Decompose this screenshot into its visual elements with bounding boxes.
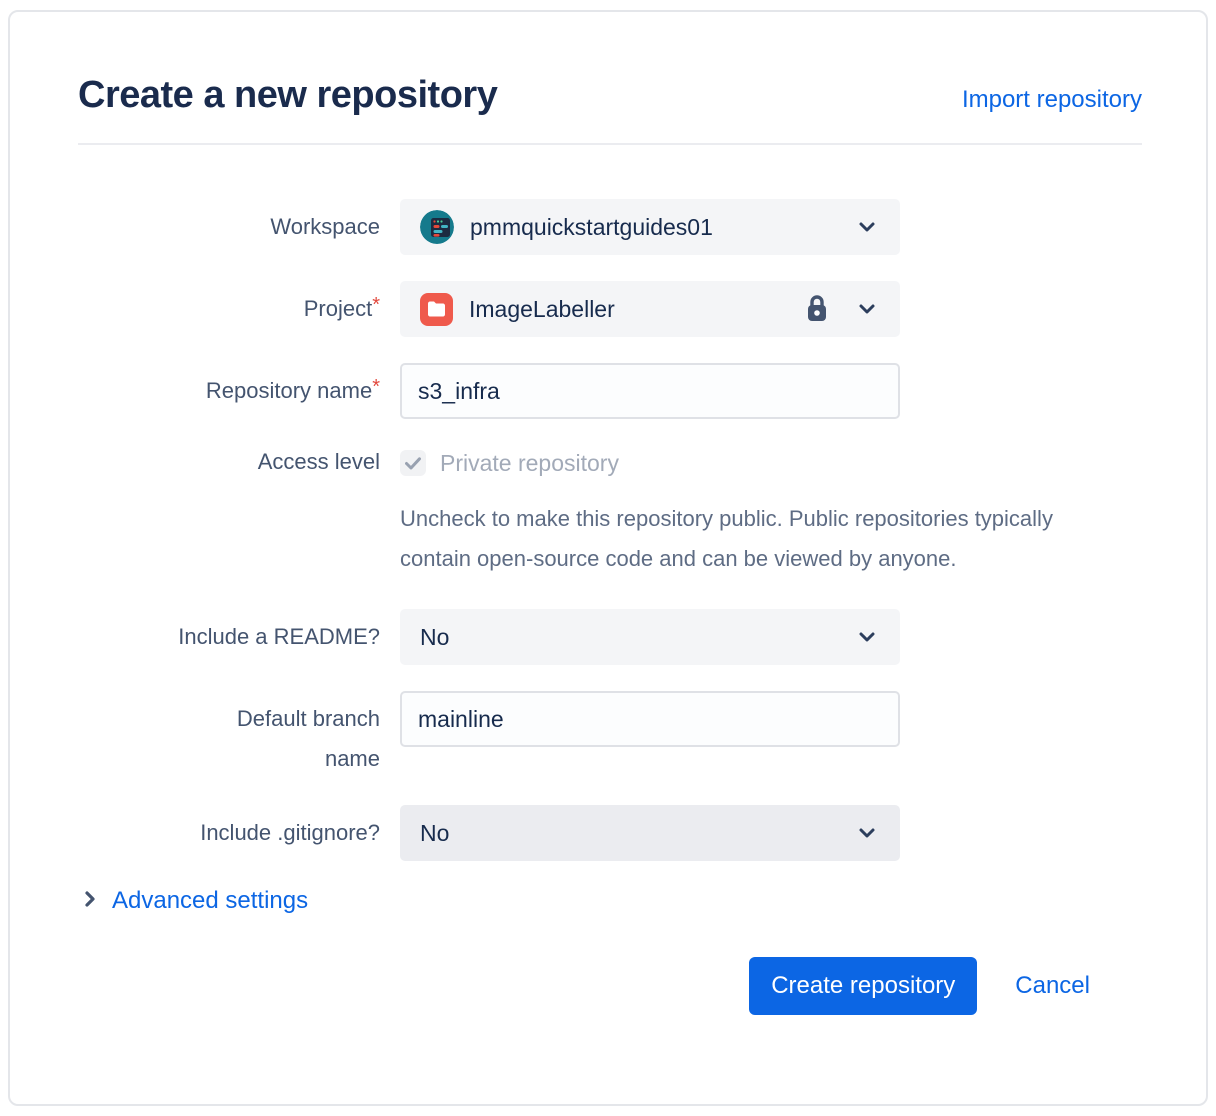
private-repository-checkbox[interactable]: [400, 450, 426, 476]
header-divider: [78, 143, 1142, 145]
private-repository-label: Private repository: [440, 449, 619, 476]
include-gitignore-select[interactable]: No: [400, 805, 900, 861]
include-readme-label: Include a README?: [178, 624, 380, 649]
create-repository-button[interactable]: Create repository: [749, 957, 978, 1015]
workspace-row: Workspace: [70, 199, 1142, 255]
chevron-down-icon: [856, 822, 878, 844]
advanced-settings-toggle[interactable]: Advanced settings: [80, 887, 1142, 915]
create-repository-dialog: Create a new repository Import repositor…: [8, 10, 1208, 1106]
access-level-label: Access level: [257, 449, 380, 474]
chevron-right-icon: [80, 888, 100, 915]
chevron-down-icon: [856, 626, 878, 648]
repository-name-input[interactable]: [400, 363, 900, 419]
include-readme-row: Include a README? No: [70, 609, 1142, 665]
create-repository-form: Workspace: [70, 199, 1142, 1015]
advanced-settings-label: Advanced settings: [112, 887, 309, 914]
chevron-down-icon: [856, 216, 878, 238]
workspace-select[interactable]: pmmquickstartguides01: [400, 199, 900, 255]
dialog-footer: Create repository Cancel: [70, 957, 1142, 1015]
required-asterisk: *: [372, 294, 380, 316]
default-branch-row: Default branch name: [70, 691, 1142, 779]
project-select[interactable]: ImageLabeller: [400, 281, 900, 337]
include-readme-select[interactable]: No: [400, 609, 900, 665]
project-row: Project* ImageLabeller: [70, 281, 1142, 337]
include-gitignore-row: Include .gitignore? No: [70, 805, 1142, 861]
workspace-selected-value: pmmquickstartguides01: [470, 213, 713, 240]
page-title: Create a new repository: [78, 74, 498, 116]
project-selected-value: ImageLabeller: [469, 295, 615, 322]
default-branch-input[interactable]: [400, 691, 900, 747]
required-asterisk: *: [372, 376, 380, 398]
repository-name-label: Repository name*: [205, 376, 380, 403]
dialog-header: Create a new repository Import repositor…: [70, 74, 1142, 117]
chevron-down-icon: [856, 298, 878, 320]
access-level-help-text: Uncheck to make this repository public. …: [400, 506, 1053, 571]
default-branch-label: Default branch name: [236, 706, 380, 771]
project-folder-icon: [420, 292, 453, 326]
cancel-button[interactable]: Cancel: [1015, 972, 1090, 999]
import-repository-link[interactable]: Import repository: [961, 86, 1142, 113]
include-readme-selected-value: No: [420, 623, 450, 650]
include-gitignore-selected-value: No: [420, 819, 450, 846]
repository-name-row: Repository name*: [70, 363, 1142, 419]
project-label: Project*: [303, 294, 380, 321]
include-gitignore-label: Include .gitignore?: [200, 820, 380, 845]
lock-icon: [804, 294, 830, 324]
workspace-label: Workspace: [270, 214, 380, 239]
workspace-avatar-icon: [420, 210, 454, 244]
access-level-row: Access level Private repository Uncheck …: [70, 445, 1142, 579]
